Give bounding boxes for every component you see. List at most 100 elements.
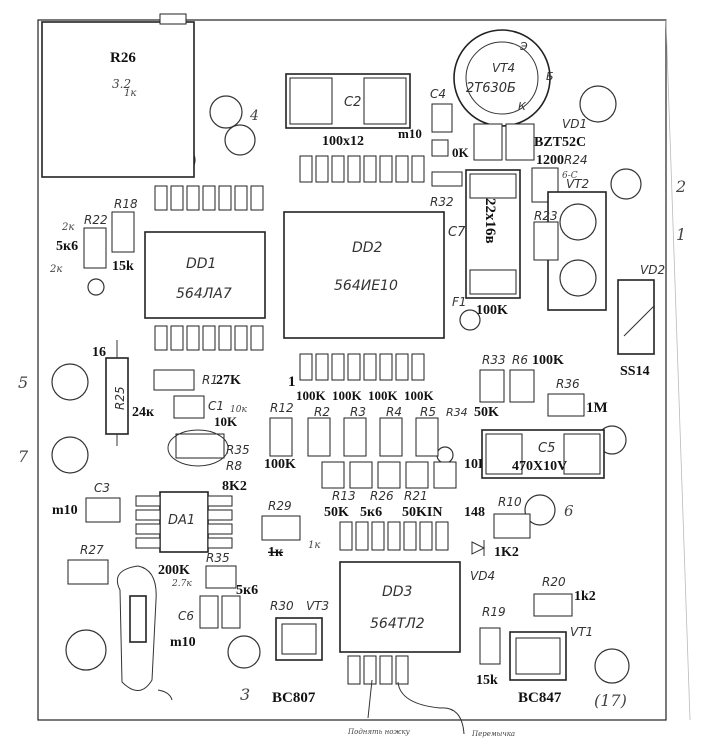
- r15-ref: R18: [114, 197, 138, 211]
- c3-value: m10: [52, 503, 78, 518]
- r15-value: 15k: [112, 259, 134, 274]
- board-edge-right: [665, 19, 691, 721]
- r18-value: 1k2: [574, 589, 596, 604]
- r4-value: 100K: [368, 388, 399, 403]
- edge-numbers: 1 2 3 4 5 6 7: [18, 108, 686, 704]
- vd2-ref: VD2: [640, 263, 665, 277]
- r17-value: 15k: [476, 673, 498, 688]
- r22-ref: R22: [84, 213, 108, 227]
- vt4-pin-e: Э: [519, 40, 528, 53]
- vd1-ref: VD1: [562, 117, 587, 131]
- r22-value: 5к6: [56, 239, 78, 254]
- r19-ref: R23: [534, 209, 558, 223]
- r17-ref: R19: [482, 605, 506, 619]
- hand-marks: 3.2 2к 1к 2.7к 1к 2к (17) 10к 6-С: [49, 77, 627, 710]
- vt4-type: 2Т630Б: [466, 81, 516, 96]
- vd1-diode: VD1 BZT52C: [534, 117, 587, 150]
- vd2-type: SS14: [620, 364, 650, 379]
- c4-value: m10: [398, 126, 422, 141]
- hand-mark-17: (17): [594, 691, 627, 710]
- r23-trimmer: R26: [41, 13, 195, 178]
- r24-value: 24к: [132, 405, 155, 420]
- dd1-chip: DD1 564ЛА7: [144, 185, 266, 351]
- r1-ref: R1: [202, 373, 218, 387]
- dd3-type: 564ТЛ2: [370, 616, 425, 632]
- r13-ref: R13: [332, 489, 356, 503]
- dd2-pins-bottom: [299, 353, 425, 381]
- vd1-type: BZT52C: [534, 135, 586, 150]
- r6-ref: R6: [512, 353, 528, 367]
- c7-ref: C7: [448, 225, 466, 240]
- r8-ref: R8: [226, 459, 242, 473]
- hand-mark-2k: 2к: [61, 222, 74, 233]
- r35-ref: R35: [206, 551, 230, 565]
- da1-chip: DA1: [135, 491, 233, 553]
- r3-value: 100K: [332, 388, 363, 403]
- da1-ref: DA1: [168, 513, 195, 528]
- c1-ref: C1: [208, 399, 224, 413]
- note-jumper-left: Поднять ножку: [347, 728, 411, 736]
- vt4-pin-b: Б: [546, 70, 554, 83]
- vt3-ref: VT3: [306, 599, 329, 613]
- r29-ref: R32: [430, 195, 454, 209]
- c7-capacitor: C7 22x16в: [448, 169, 521, 299]
- r33-value: 50K: [474, 405, 499, 420]
- dd1-pins-bottom: [154, 325, 264, 351]
- vt2-transistor: VT2: [547, 177, 607, 311]
- hand-mark-6c: 6-С: [562, 171, 578, 181]
- c6-ref: C6: [178, 609, 194, 623]
- r22-r15-group: R22 R18 5к6 15k: [56, 197, 138, 274]
- r36-ref: R36: [556, 377, 580, 391]
- edge-number-5: 5: [18, 373, 28, 392]
- edge-number-7: 7: [18, 447, 29, 466]
- r2-value: 100K: [296, 388, 327, 403]
- r20-value: 1200: [536, 153, 564, 168]
- vt3-type: BC807: [272, 690, 316, 706]
- edge-number-6: 6: [564, 502, 574, 520]
- edge-number-2: 2: [675, 177, 686, 196]
- vt1-ref: VT1: [570, 625, 593, 639]
- c4-capacitor: C4 m10: [398, 87, 453, 141]
- r24-ref: R25: [113, 386, 127, 410]
- r4-ref: R4: [386, 405, 402, 419]
- dd1-pins-top: [154, 185, 264, 211]
- r1-value: 27K: [216, 373, 241, 388]
- r35-extra: 200K: [158, 563, 190, 578]
- r23-ref: R26: [110, 50, 136, 66]
- c2-value: 100x12: [322, 134, 364, 149]
- vt4-ref: VT4: [492, 61, 515, 75]
- hand-mark-3-2: 3.2: [112, 77, 131, 91]
- hand-mark-1k: 1к: [308, 540, 320, 551]
- r2-ref: R2: [314, 405, 330, 419]
- r21-ref: R21: [404, 489, 428, 503]
- r12-value: 100K: [264, 457, 296, 472]
- r20-ref: R24: [564, 153, 588, 167]
- c6-value: m10: [170, 635, 196, 650]
- fuse-ref: F1: [452, 295, 467, 309]
- r21-value: 50KIN: [402, 505, 442, 520]
- r36-value: 1M: [586, 400, 608, 416]
- r30-value: 5к6: [360, 505, 382, 520]
- r10-ref: R10: [498, 495, 522, 509]
- dd3-ref: DD3: [382, 584, 412, 600]
- edge-number-1: 1: [676, 225, 686, 244]
- dd2-type: 564ИЕ10: [334, 278, 398, 294]
- r30-ref: R26: [370, 489, 394, 503]
- r33-ref: R33: [482, 353, 506, 367]
- board-outline: [37, 19, 667, 721]
- vd2-diode: VD2 SS14: [617, 263, 665, 379]
- c5-ref: C5: [538, 441, 555, 456]
- resistor-array: R12 R2 R3 R4 R5 R34 100K 100K 100K 100K …: [264, 388, 489, 472]
- r26-ref: R29: [268, 499, 292, 513]
- vt2-ref: VT2: [566, 177, 589, 191]
- c7-value: 22x16в: [482, 198, 498, 244]
- c2-ref: C2: [344, 95, 361, 110]
- vd4-value: 1K2: [494, 545, 519, 560]
- dd2-ref: DD2: [352, 240, 383, 256]
- c3-ref: C3: [94, 481, 110, 495]
- hand-mark-10k: 10к: [230, 405, 247, 415]
- r29-value: 0K: [452, 145, 470, 160]
- r6-value: 100K: [532, 353, 564, 368]
- hand-mark-1k-b: 1к: [124, 88, 136, 99]
- c1-value: 10K: [214, 414, 238, 429]
